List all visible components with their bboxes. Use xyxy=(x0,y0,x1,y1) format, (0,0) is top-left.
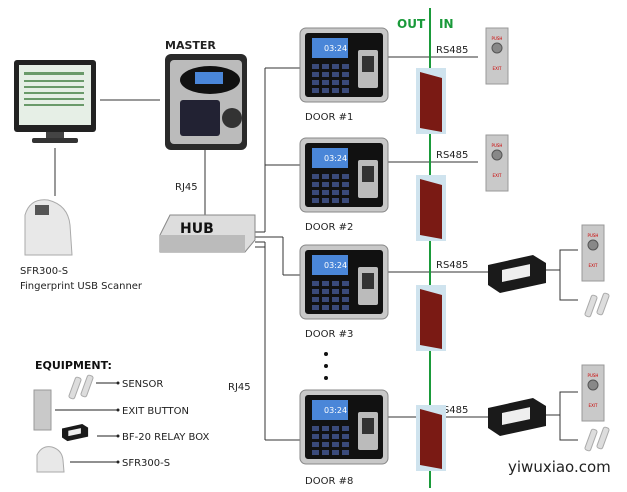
relay-box-icon xyxy=(62,424,89,442)
fingerprint-reader-icon xyxy=(299,244,389,320)
relay-box-icon xyxy=(488,255,546,293)
relay-box-icon xyxy=(488,398,546,436)
rs485-label-8: RS485 xyxy=(436,405,468,416)
reader-time: 03:24 xyxy=(324,406,347,415)
exit-button-icon xyxy=(485,134,509,192)
hub-label: HUB xyxy=(180,221,214,237)
sensor-icon xyxy=(583,292,611,318)
exit-button-icon xyxy=(33,389,52,431)
watermark: yiwuxiao.com xyxy=(508,458,611,476)
network-hub-icon: HUB xyxy=(159,214,256,253)
exit-button-icon xyxy=(581,364,605,422)
equipment-legend: EQUIPMENT: SENSOR EXIT BUTTON BF-20 RELA… xyxy=(33,359,209,473)
door-icon xyxy=(416,285,446,351)
scanner-desc-label: Fingerprint USB Scanner xyxy=(20,281,143,292)
reader-time: 03:24 xyxy=(324,261,347,270)
door-label: DOOR #8 xyxy=(305,476,353,487)
door-8: 03:24 DOOR #8 xyxy=(299,389,389,487)
in-label: IN xyxy=(439,17,454,31)
rs485-label-1: RS485 xyxy=(436,45,468,56)
door-3: 03:24 DOOR #3 xyxy=(299,244,389,340)
fingerprint-reader-icon xyxy=(299,137,389,213)
ellipsis-dots xyxy=(324,352,328,380)
fingerprint-reader-icon xyxy=(299,27,389,103)
scanner-model-label: SFR300-S xyxy=(20,266,68,277)
reader-time: 03:24 xyxy=(324,44,347,53)
sensor-icon xyxy=(583,426,611,452)
legend-title: EQUIPMENT: xyxy=(35,359,112,372)
reader-time: 03:24 xyxy=(324,154,347,163)
door-label: DOOR #2 xyxy=(305,222,353,233)
exit-button-icon xyxy=(485,27,509,85)
out-label: OUT xyxy=(397,17,426,31)
rj45-bottom-label: RJ45 xyxy=(228,382,251,393)
legend-item-sfr300: SFR300-S xyxy=(122,458,170,469)
door-icon xyxy=(416,405,446,471)
door-1: 03:24 DOOR #1 xyxy=(299,27,389,123)
legend-item-exit-button: EXIT BUTTON xyxy=(122,406,189,417)
sensor-icon xyxy=(67,374,95,400)
door-icon xyxy=(416,175,446,241)
fingerprint-reader-icon xyxy=(299,389,389,465)
rs485-label-3: RS485 xyxy=(436,260,468,271)
fingerprint-scanner-icon xyxy=(24,199,73,256)
door-icon xyxy=(416,68,446,134)
fingerprint-scanner-icon xyxy=(36,446,65,473)
rs485-label-2: RS485 xyxy=(436,150,468,161)
door-label: DOOR #1 xyxy=(305,112,353,123)
computer-monitor-icon xyxy=(14,60,96,143)
door-2: 03:24 DOOR #2 xyxy=(299,137,389,233)
master-label: MASTER xyxy=(165,39,216,52)
legend-item-relay-box: BF-20 RELAY BOX xyxy=(122,432,209,443)
master-controller-icon xyxy=(165,54,247,150)
door-label: DOOR #3 xyxy=(305,329,353,340)
rj45-top-label: RJ45 xyxy=(175,182,198,193)
exit-button-icon xyxy=(581,224,605,282)
legend-item-sensor: SENSOR xyxy=(122,379,163,390)
